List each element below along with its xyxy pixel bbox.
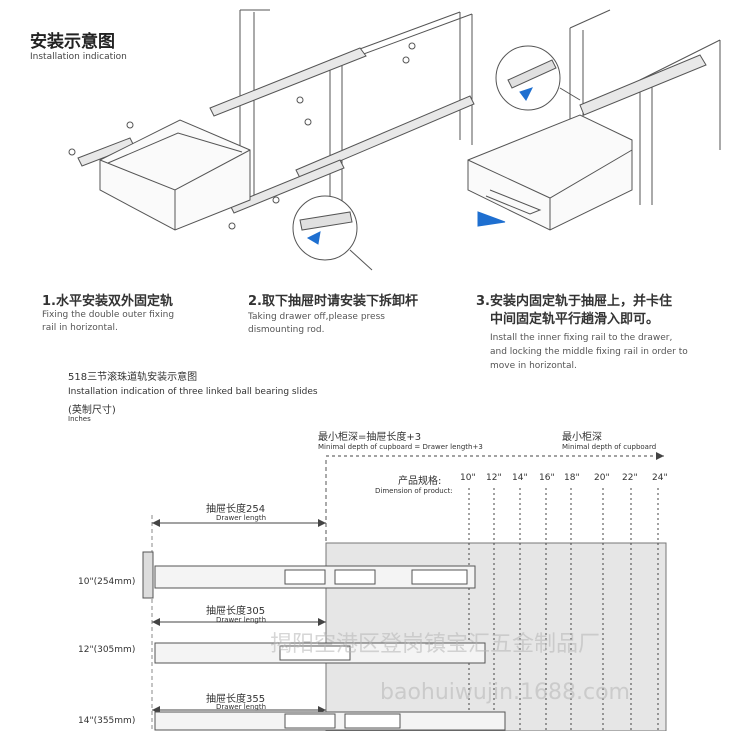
step3-desc-line3: move in horizontal.	[490, 361, 577, 371]
unit-label-en: Inches	[68, 415, 91, 423]
size-12: 12"	[486, 473, 502, 483]
size-10: 10"	[460, 473, 476, 483]
min-depth-label-en: Minimal depth of cupboard	[562, 443, 657, 451]
size-18: 18"	[564, 473, 580, 483]
step2-title: 2.取下抽屉时请安装下拆卸杆	[248, 294, 418, 309]
step2-desc-line1: Taking drawer off,please press	[248, 312, 385, 322]
product-spec-label: 产品规格:	[398, 476, 442, 487]
page-subtitle: Installation indication	[30, 52, 127, 62]
size-16: 16"	[539, 473, 555, 483]
step1-title: 1.水平安装双外固定轨	[42, 294, 173, 309]
row1-length-label: 抽屉长度254	[206, 504, 266, 515]
row1-length-en: Drawer length	[216, 514, 267, 522]
size-14: 14"	[512, 473, 528, 483]
step2-desc-line2: dismounting rod.	[248, 325, 325, 335]
watermark-url: baohuiwujin.1688.com	[380, 680, 630, 705]
dimension-diagram	[142, 452, 667, 731]
unit-label-cn: (英制尺寸)	[68, 405, 116, 416]
min-depth-label: 最小柜深	[562, 432, 602, 443]
row3-length-en: Drawer length	[216, 703, 267, 711]
illustration-step1	[68, 9, 475, 271]
diagram-subtitle: Installation indication of three linked …	[68, 387, 318, 397]
row3-size-label: 14"(355mm)	[78, 716, 136, 726]
row2-length-label: 抽屉长度305	[206, 606, 266, 617]
step1-desc-line1: Fixing the double outer fixing	[42, 310, 175, 320]
size-22: 22"	[622, 473, 638, 483]
diagram-title: 518三节滚珠道轨安装示意图	[68, 372, 198, 383]
row1-size-label: 10"(254mm)	[78, 577, 136, 587]
row2-length-en: Drawer length	[216, 616, 267, 624]
row3-length-label: 抽屉长度355	[206, 694, 266, 705]
size-24: 24"	[652, 473, 668, 483]
row2-size-label: 12"(305mm)	[78, 645, 136, 655]
illustration-step3	[467, 9, 721, 231]
page-title: 安装示意图	[30, 32, 115, 52]
step3-title-line2: 中间固定轨平行趟滑入即可。	[490, 312, 660, 327]
step3-desc-line1: Install the inner fixing rail to the dra…	[490, 333, 673, 343]
min-depth-formula: 最小柜深=抽屉长度+3	[318, 432, 422, 443]
step3-desc-line2: and locking the middle fixing rail in or…	[490, 347, 688, 357]
product-spec-label-en: Dimension of product:	[375, 487, 453, 495]
step1-desc-line2: rail in horizontal.	[42, 323, 118, 333]
watermark-company: 揭阳空港区登岗镇宝汇五金制品厂	[270, 632, 601, 657]
step3-title-line1: 3.安装内固定轨于抽屉上，并卡住	[476, 294, 672, 309]
min-depth-formula-en: Minimal depth of cupboard = Drawer lengt…	[318, 443, 483, 451]
size-20: 20"	[594, 473, 610, 483]
